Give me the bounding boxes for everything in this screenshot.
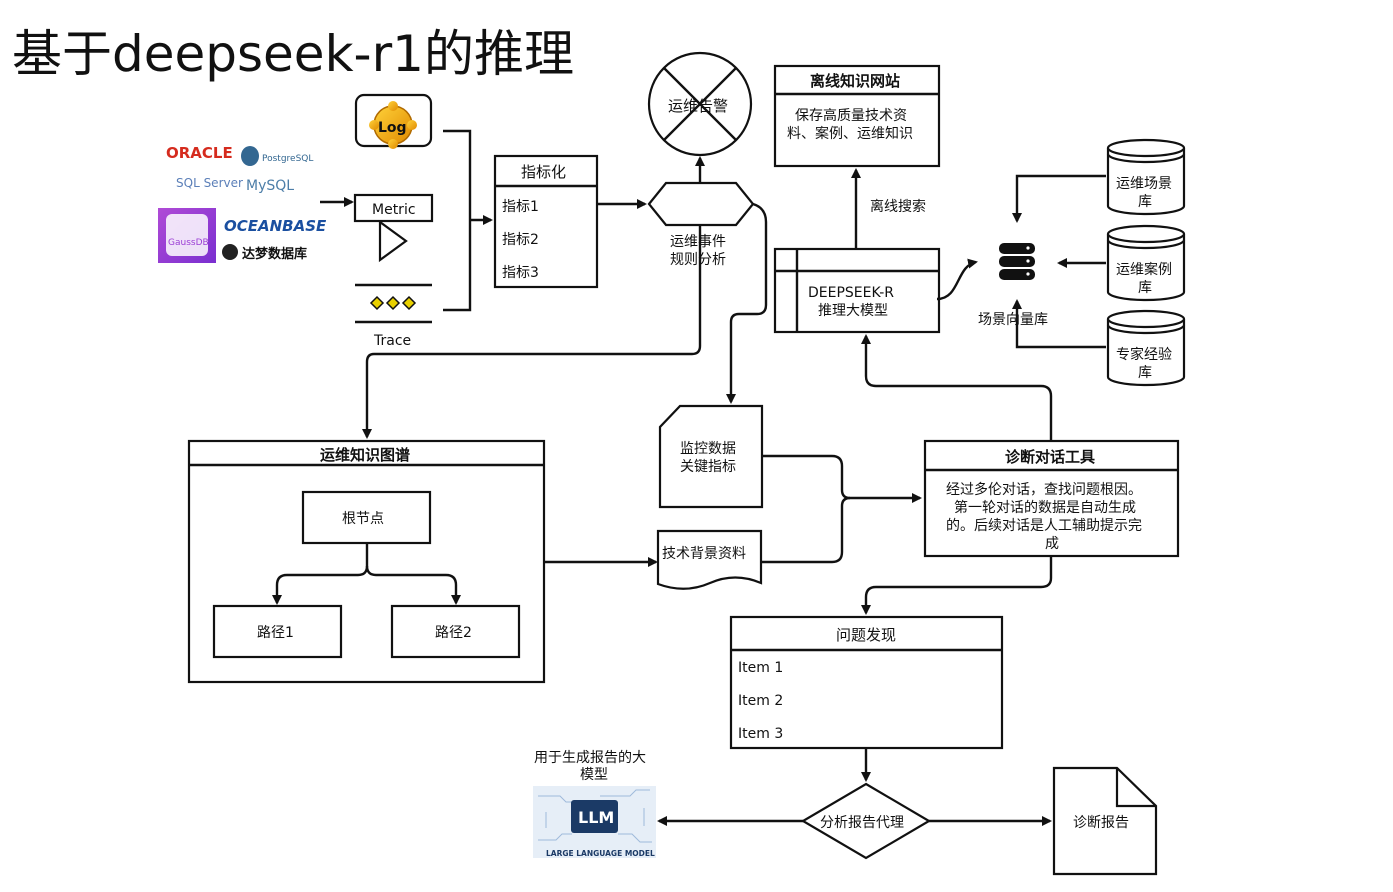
log-label: Log [378,120,407,136]
tech-docs-label: 技术背景资料 [662,546,746,562]
llm-badge: LLM [578,808,614,827]
llm-block: 用于生成报告的大 模型 LLM LARGE LANGUAGE MODEL [533,750,656,858]
graph-path1-node [212,604,343,659]
diag-tool-header: 诊断对话工具 [1005,448,1095,466]
monitor-label-line1: 监控数据 [680,441,736,457]
library-label-line2: 库 [1138,194,1152,210]
library-label-line1: 运维案例 [1116,261,1172,278]
alarm-node: 运维告警 [647,51,753,157]
graph-root-label: 根节点 [342,511,384,527]
offline-site-box: 离线知识网站 保存高质量技术资 料、案例、运维知识 [773,64,941,168]
svg-text:PostgreSQL: PostgreSQL [262,154,313,164]
problem-item: Item 2 [738,693,783,709]
graph-path1-label: 路径1 [257,625,294,641]
edge-rule-to-monitor [726,202,768,404]
database-logos: ORACLE PostgreSQL SQL Server MySQL Gauss… [158,144,327,263]
knowledge-graph-box: 运维知识图谱 根节点 路径1 路径2 [187,439,546,684]
oceanbase-logo: OCEANBASE [224,217,327,235]
trace-label: Trace [373,333,411,349]
monitor-data-doc: 监控数据 关键指标 [658,404,764,509]
monitor-label-line2: 关键指标 [680,459,736,475]
edge-monitor-to-diag [762,454,851,500]
svg-text:GaussDB: GaussDB [168,238,209,248]
edge-root-to-path2 [365,565,461,605]
trace-source: Trace [355,283,432,349]
problem-item: Item 3 [738,726,783,742]
diag-tool-line: 经过多伦对话，查找问题根因。 [946,481,1142,498]
indicator-box: 指标化 指标1 指标2 指标3 [493,154,599,289]
graph-path2-label: 路径2 [435,625,472,641]
report-label: 诊断报告 [1073,815,1129,831]
report-doc: 诊断报告 [1052,766,1158,876]
library-label-line1: 专家经验 [1116,346,1172,363]
indicator-header: 指标化 [521,163,566,181]
gear-icon [369,101,417,149]
log-source: Log [354,93,433,149]
rule-hexagon [647,181,755,227]
rule-label-line1: 运维事件 [670,234,726,250]
edge-scene-to-vector [1012,174,1106,223]
gaussdb-logo: GaussDB [158,208,216,263]
dameng-logo: 达梦数据库 [222,244,307,262]
sources-bracket [443,129,472,312]
edge-techdocs-to-diag [761,496,851,564]
vector-db-label: 场景向量库 [978,312,1048,328]
tech-docs-doc: 技术背景资料 [656,529,763,590]
rule-label-line2: 规则分析 [670,252,726,268]
indicator-item: 指标1 [502,199,539,215]
offline-site-line2: 料、案例、运维知识 [787,125,913,142]
offline-search-label: 离线搜索 [870,198,926,215]
edge-diag-to-problem [861,556,1053,615]
deepseek-box: DEEPSEEK-R 推理大模型 [773,247,941,334]
deepseek-label-line1: DEEPSEEK-R [808,285,894,301]
mysql-logo: MySQL [246,178,294,194]
diag-tool-box: 诊断对话工具 经过多伦对话，查找问题根因。 第一轮对话的数据是自动生成 的。后续… [923,439,1180,558]
library-scene: 运维场景 库 [1106,138,1186,216]
llm-caption-line1: 用于生成报告的大 [534,750,646,766]
edge-rule-to-graph [362,226,702,439]
llm-chip-icon [571,800,618,833]
deepseek-label-line2: 推理大模型 [818,303,888,319]
graph-path2-node [390,604,521,659]
library-label-line2: 库 [1138,280,1152,296]
problem-item: Item 1 [738,660,783,676]
edge-diag-to-deepseek [861,334,1053,441]
svg-text:达梦数据库: 达梦数据库 [242,246,307,262]
diag-tool-line: 成 [1045,536,1059,552]
indicator-item: 指标3 [502,265,539,281]
page-title: 基于deepseek-r1的推理 [12,25,574,83]
metric-label: Metric [372,202,416,218]
diamonds-icon [369,295,417,311]
offline-site-line1: 保存高质量技术资 [795,107,907,124]
report-agent: 分析报告代理 [800,782,932,860]
diag-tool-line: 第一轮对话的数据是自动生成 [954,499,1136,516]
offline-site-header: 离线知识网站 [810,72,900,90]
agent-label: 分析报告代理 [820,815,904,831]
alarm-label: 运维告警 [668,97,728,115]
llm-caption-line2: 模型 [580,767,608,783]
database-icon [999,243,1035,280]
graph-root-node [301,490,432,545]
problem-box: 问题发现 Item 1 Item 2 Item 3 [729,615,1004,750]
edge-deepseek-to-vector [936,258,978,301]
sqlserver-logo: SQL Server [176,176,243,190]
library-expert: 专家经验 库 [1106,309,1186,387]
metric-source: Metric [353,193,434,263]
knowledge-graph-header: 运维知识图谱 [320,446,410,464]
library-label-line2: 库 [1138,365,1152,381]
llm-subtitle: LARGE LANGUAGE MODEL [546,849,655,858]
play-icon [378,219,408,263]
library-label-line1: 运维场景 [1116,176,1172,192]
postgresql-logo: PostgreSQL [241,146,313,166]
diag-tool-line: 的。后续对话是人工辅助提示完 [946,517,1142,534]
oracle-logo: ORACLE [166,144,233,162]
library-case: 运维案例 库 [1106,224,1186,302]
edge-expert-to-vector [1012,299,1106,349]
problem-header: 问题发现 [836,626,896,644]
indicator-item: 指标2 [502,232,539,248]
